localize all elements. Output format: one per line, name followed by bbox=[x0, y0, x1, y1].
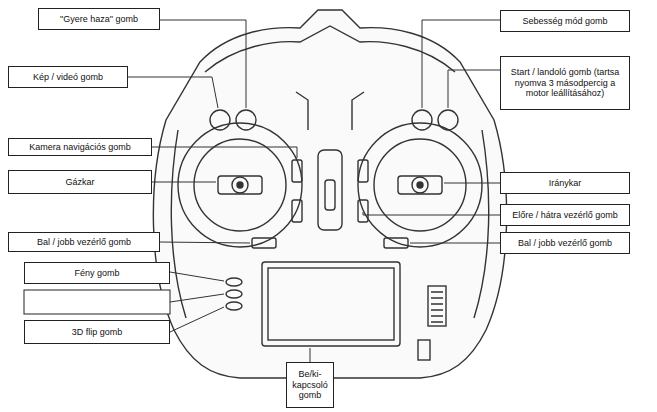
label-text: Kép / videó gomb bbox=[33, 72, 103, 82]
label-text: Start / landoló gomb (tartsa nyomva 3 má… bbox=[505, 67, 625, 98]
label-text: "Gyere haza" gomb bbox=[60, 14, 138, 24]
label-box: Előre / hátra vezérlő gomb bbox=[500, 204, 630, 226]
label-text: Kamera navigációs gomb bbox=[29, 142, 131, 152]
label-box: Kamera navigációs gomb bbox=[8, 138, 152, 156]
label-box: 3D flip gomb bbox=[24, 320, 170, 344]
label-text: Bal / jobb vezérlő gomb bbox=[37, 237, 131, 247]
leader-lines bbox=[128, 20, 500, 362]
label-box: Bal / jobb vezérlő gomb bbox=[500, 232, 630, 254]
label-box: Kép / videó gomb bbox=[8, 66, 128, 88]
empty-label-box bbox=[24, 290, 170, 314]
label-box: Start / landoló gomb (tartsa nyomva 3 má… bbox=[500, 56, 630, 110]
label-box: Gázkar bbox=[8, 170, 152, 194]
label-box: Bal / jobb vezérlő gomb bbox=[8, 232, 160, 252]
label-text: Bal / jobb vezérlő gomb bbox=[518, 238, 612, 248]
label-text: Iránykar bbox=[549, 178, 582, 188]
label-text: 3D flip gomb bbox=[72, 327, 123, 337]
label-text: Előre / hátra vezérlő gomb bbox=[512, 210, 618, 220]
label-text: Gázkar bbox=[65, 177, 94, 187]
label-box: Fény gomb bbox=[24, 262, 170, 284]
label-box: Be/ki- kapcsoló gomb bbox=[286, 362, 334, 408]
label-text: Sebesség mód gomb bbox=[522, 16, 607, 26]
label-text: Fény gomb bbox=[74, 268, 119, 278]
label-box: Sebesség mód gomb bbox=[500, 10, 630, 32]
label-box: "Gyere haza" gomb bbox=[38, 8, 160, 30]
label-text: Be/ki- kapcsoló gomb bbox=[291, 369, 329, 400]
label-box: Iránykar bbox=[500, 172, 630, 194]
